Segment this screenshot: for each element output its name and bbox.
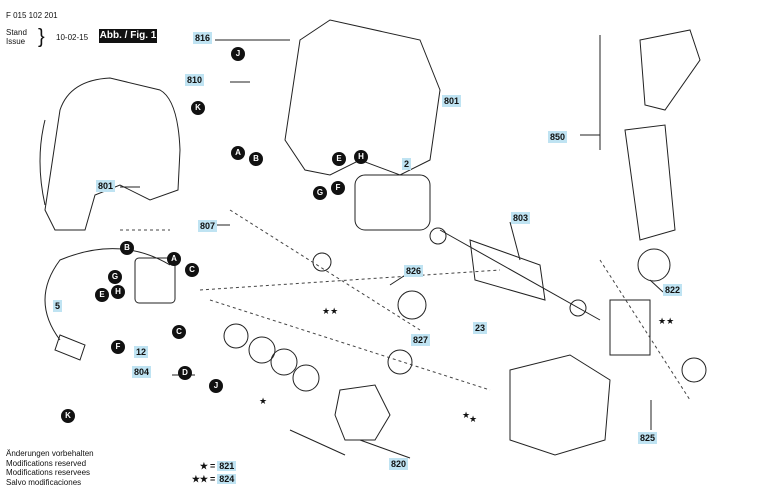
part-label-12: 12 bbox=[134, 346, 149, 358]
stand-label: Stand bbox=[6, 28, 27, 37]
gear-housing-drawing bbox=[509, 354, 611, 456]
armature-shaft bbox=[439, 229, 601, 321]
marker-h: H bbox=[111, 285, 125, 299]
marker-j: J bbox=[209, 379, 223, 393]
note-fr: Modifications reservees bbox=[6, 468, 91, 477]
stator-drawing bbox=[354, 174, 431, 231]
handle-clamp-drawing bbox=[639, 29, 701, 111]
marker-k: K bbox=[61, 409, 75, 423]
marker-a: A bbox=[167, 252, 181, 266]
part-label-822: 822 bbox=[663, 284, 683, 296]
power-cord-drawing bbox=[44, 248, 171, 341]
part-label-5: 5 bbox=[53, 300, 63, 312]
note-en: Modifications reserved bbox=[6, 458, 87, 468]
end-plate-drawing bbox=[609, 299, 651, 356]
marker-k: K bbox=[191, 101, 205, 115]
issue-date: 10-02-15 bbox=[56, 33, 89, 42]
marker-e: E bbox=[332, 152, 346, 166]
part-label-850: 850 bbox=[548, 131, 568, 143]
marker-f: F bbox=[111, 340, 125, 354]
part-label-23: 23 bbox=[473, 322, 488, 334]
marker-h: H bbox=[354, 150, 368, 164]
chuck-key bbox=[289, 429, 346, 456]
marker-g: G bbox=[313, 186, 327, 200]
legend-part-1: 821 bbox=[217, 461, 237, 471]
marker-c: C bbox=[185, 263, 199, 277]
marker-j: J bbox=[231, 47, 245, 61]
washer-3 bbox=[270, 348, 298, 376]
note-es: Salvo modificaciones bbox=[6, 477, 82, 487]
part-label-820: 820 bbox=[389, 458, 409, 470]
star-marker: ★★ bbox=[322, 306, 339, 316]
chuck-drawing bbox=[334, 384, 391, 441]
washer-1 bbox=[223, 323, 249, 349]
legend-stars-1: ★ bbox=[199, 461, 208, 471]
star-marker: ★ bbox=[259, 396, 268, 406]
armature-drawing bbox=[469, 239, 546, 301]
part-label-803: 803 bbox=[511, 212, 531, 224]
washer-4 bbox=[292, 364, 320, 392]
bearing-2 bbox=[429, 227, 447, 245]
washer-2 bbox=[248, 336, 276, 364]
housing-left-chuck-end bbox=[39, 119, 46, 206]
knob-drawing bbox=[681, 357, 707, 383]
marker-a: A bbox=[231, 146, 245, 160]
star-marker: ★★ bbox=[658, 316, 675, 326]
part-label-807: 807 bbox=[198, 220, 218, 232]
star-marker: ★ bbox=[462, 410, 471, 420]
legend-row-2: ★★=824 bbox=[191, 474, 237, 484]
part-label-816: 816 bbox=[193, 32, 213, 44]
part-label-804: 804 bbox=[132, 366, 152, 378]
bearing-3 bbox=[569, 299, 587, 317]
part-label-825: 825 bbox=[638, 432, 658, 444]
marker-b: B bbox=[249, 152, 263, 166]
part-label-2: 2 bbox=[402, 158, 412, 170]
legend-part-2: 824 bbox=[217, 474, 237, 484]
gear-2 bbox=[387, 349, 413, 375]
footer-notes: Änderungen vorbehalten Modifications res… bbox=[6, 449, 94, 487]
marker-b: B bbox=[120, 241, 134, 255]
legend-stars-2: ★★ bbox=[191, 474, 208, 484]
marker-c: C bbox=[172, 325, 186, 339]
side-handle-drawing bbox=[624, 124, 676, 241]
depth-gauge-ring bbox=[637, 248, 671, 282]
part-label-810: 810 bbox=[185, 74, 205, 86]
part-label-801: 801 bbox=[96, 180, 116, 192]
gear-1 bbox=[397, 290, 427, 320]
marker-f: F bbox=[331, 181, 345, 195]
marker-d: D bbox=[178, 366, 192, 380]
part-label-827: 827 bbox=[411, 334, 431, 346]
plug-drawing bbox=[54, 334, 86, 361]
housing-left-drawing bbox=[44, 77, 181, 231]
marker-e: E bbox=[95, 288, 109, 302]
part-label-826: 826 bbox=[404, 265, 424, 277]
part-label-801: 801 bbox=[442, 95, 462, 107]
note-de: Änderungen vorbehalten bbox=[6, 449, 94, 458]
header-brace: } bbox=[38, 26, 45, 48]
legend-row-1: ★=821 bbox=[190, 461, 237, 472]
switch-drawing bbox=[134, 257, 176, 304]
figure-label: Abb. / Fig. 1 bbox=[99, 29, 157, 43]
doc-number: F 015 102 201 bbox=[6, 11, 58, 20]
issue-label: Issue bbox=[6, 37, 26, 46]
star-marker: ★ bbox=[469, 414, 478, 424]
marker-g: G bbox=[108, 270, 122, 284]
